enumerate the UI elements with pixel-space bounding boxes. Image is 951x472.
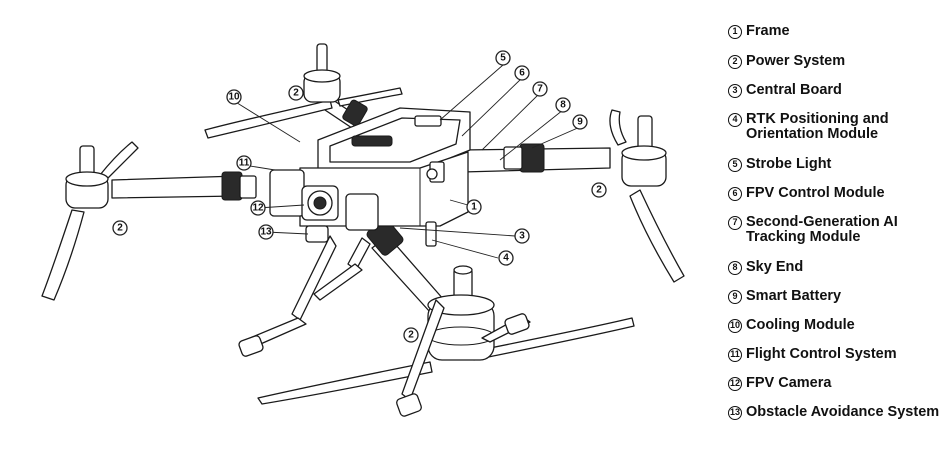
propellers [41, 87, 685, 405]
callout-12: 12 [250, 200, 266, 216]
legend-number-badge: 11 [728, 348, 742, 362]
legend-item-5: 5 Strobe Light [728, 157, 831, 172]
callout-9: 9 [572, 114, 588, 130]
legend-number-badge: 6 [728, 187, 742, 201]
legend-item-11: 11 Flight Control System [728, 347, 897, 362]
legend-label: Strobe Light [746, 156, 832, 172]
legend-number-badge: 8 [728, 261, 742, 275]
legend-number-badge: 7 [728, 216, 742, 230]
legend-item-13: 13 Obstacle Avoidance System [728, 405, 939, 420]
legend-number-badge: 12 [728, 377, 742, 391]
motors [65, 43, 667, 361]
callout-3: 3 [514, 228, 530, 244]
legend-item-9: 9 Smart Battery [728, 289, 841, 304]
callout-number: 1 [471, 202, 477, 213]
callout-5: 5 [495, 50, 511, 66]
callout-number: 6 [519, 68, 525, 79]
legend-label: Second-Generation AI Tracking Module [746, 214, 898, 245]
legend-item-4: 4 RTK Positioning and Orientation Module [728, 112, 948, 142]
legend-label: FPV Camera [746, 375, 832, 391]
callout-number: 2 [293, 88, 299, 99]
legend-label: Flight Control System [746, 346, 897, 362]
callout-number: 3 [519, 231, 525, 242]
callout-6: 6 [514, 65, 530, 81]
callout-number: 11 [239, 158, 250, 169]
callout-number: 2 [596, 185, 602, 196]
legend-number-badge: 9 [728, 290, 742, 304]
legend-number-badge: 2 [728, 55, 742, 69]
callout-8: 8 [555, 97, 571, 113]
legend-item-12: 12 FPV Camera [728, 376, 831, 391]
legend-item-1: 1 Frame [728, 24, 790, 39]
callout-2: 2 [112, 220, 128, 236]
legend-item-8: 8 Sky End [728, 260, 803, 275]
callout-2: 2 [591, 182, 607, 198]
legend-item-2: 2 Power System [728, 54, 845, 69]
callout-2: 2 [403, 327, 419, 343]
legend-label: Obstacle Avoidance System [746, 404, 940, 420]
callout-number: 9 [577, 117, 583, 128]
callout-number: 12 [252, 203, 264, 214]
legend-number-badge: 1 [728, 25, 742, 39]
callout-7: 7 [532, 81, 548, 97]
legend-item-10: 10 Cooling Module [728, 318, 855, 333]
callout-number: 5 [500, 53, 506, 64]
legend-label: RTK Positioning and Orientation Module [746, 111, 889, 142]
legend-number-badge: 10 [728, 319, 742, 333]
callout-number: 7 [537, 84, 543, 95]
legend-item-3: 3 Central Board [728, 83, 842, 98]
drone-body [269, 107, 471, 247]
callout-1: 1 [466, 199, 482, 215]
landing-gear [238, 235, 531, 417]
legend-number-badge: 3 [728, 84, 742, 98]
callout-number: 10 [228, 92, 240, 103]
callout-number: 8 [560, 100, 566, 111]
callout-number: 2 [117, 223, 123, 234]
callout-number: 2 [408, 330, 414, 341]
legend-label: Frame [746, 23, 790, 39]
legend-number-badge: 5 [728, 158, 742, 172]
callout-number: 13 [260, 227, 272, 238]
legend-label: Power System [746, 53, 846, 69]
callout-10: 10 [226, 89, 242, 105]
legend-label: Central Board [746, 82, 842, 98]
callout-11: 11 [236, 155, 252, 171]
legend-item-6: 6 FPV Control Module [728, 186, 885, 201]
callout-number: 4 [503, 253, 509, 264]
legend-number-badge: 4 [728, 113, 742, 127]
callout-4: 4 [498, 250, 514, 266]
legend-label: Sky End [746, 259, 804, 275]
callout-2: 2 [288, 85, 304, 101]
legend-label: FPV Control Module [746, 185, 885, 201]
legend-label: Cooling Module [746, 317, 855, 333]
legend-number-badge: 13 [728, 406, 742, 420]
legend-label: Smart Battery [746, 288, 842, 304]
legend-item-7: 7 Second-Generation AI Tracking Module [728, 215, 948, 245]
drone-arms [111, 97, 611, 313]
callout-13: 13 [258, 224, 274, 240]
